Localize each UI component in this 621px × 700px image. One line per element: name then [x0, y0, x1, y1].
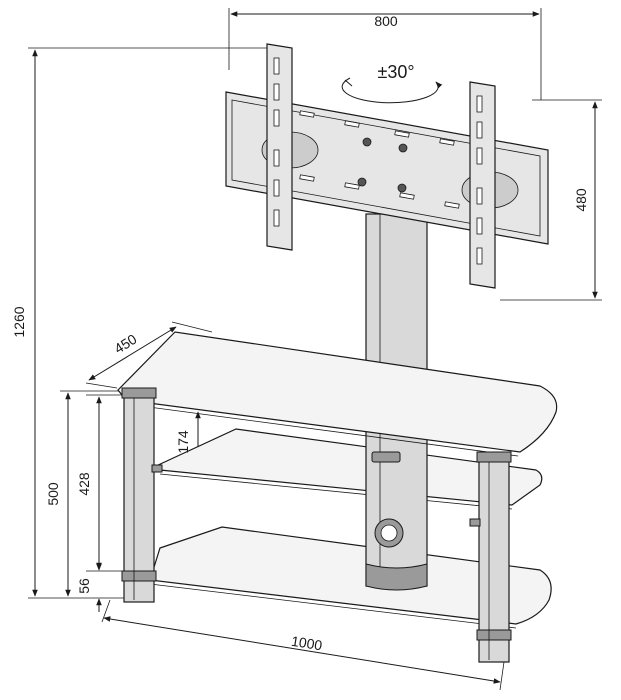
label-depth: 450 [111, 331, 139, 357]
bottom-glass-shelf [149, 526, 552, 629]
top-glass-shelf [117, 331, 558, 457]
label-unit-height: 500 [45, 482, 61, 506]
label-width-top: 800 [374, 13, 398, 29]
shelf-clips [151, 464, 481, 527]
rotation-arrow-icon [341, 77, 443, 104]
label-shelf-gap: 174 [175, 430, 191, 454]
right-vertical-arm [469, 81, 496, 289]
label-bottom-shelf-height: 56 [76, 578, 92, 594]
label-bracket-height: 480 [573, 188, 589, 212]
left-front-leg [121, 387, 157, 603]
label-upper-shelf-height: 428 [76, 472, 92, 496]
middle-glass-shelf [154, 428, 543, 510]
label-total-height: 1260 [11, 306, 27, 337]
label-rotation: ±30° [377, 62, 414, 82]
left-vertical-arm [266, 43, 293, 251]
dimension-lines [28, 8, 602, 691]
label-width-bottom: 1000 [290, 633, 323, 654]
right-front-leg [476, 451, 512, 663]
